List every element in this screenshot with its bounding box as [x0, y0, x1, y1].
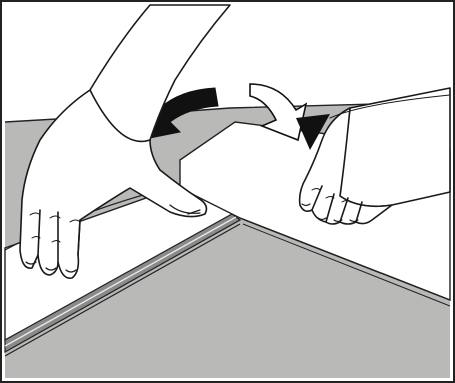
- installation-diagram: [0, 0, 455, 383]
- illustration-frame: [0, 0, 455, 383]
